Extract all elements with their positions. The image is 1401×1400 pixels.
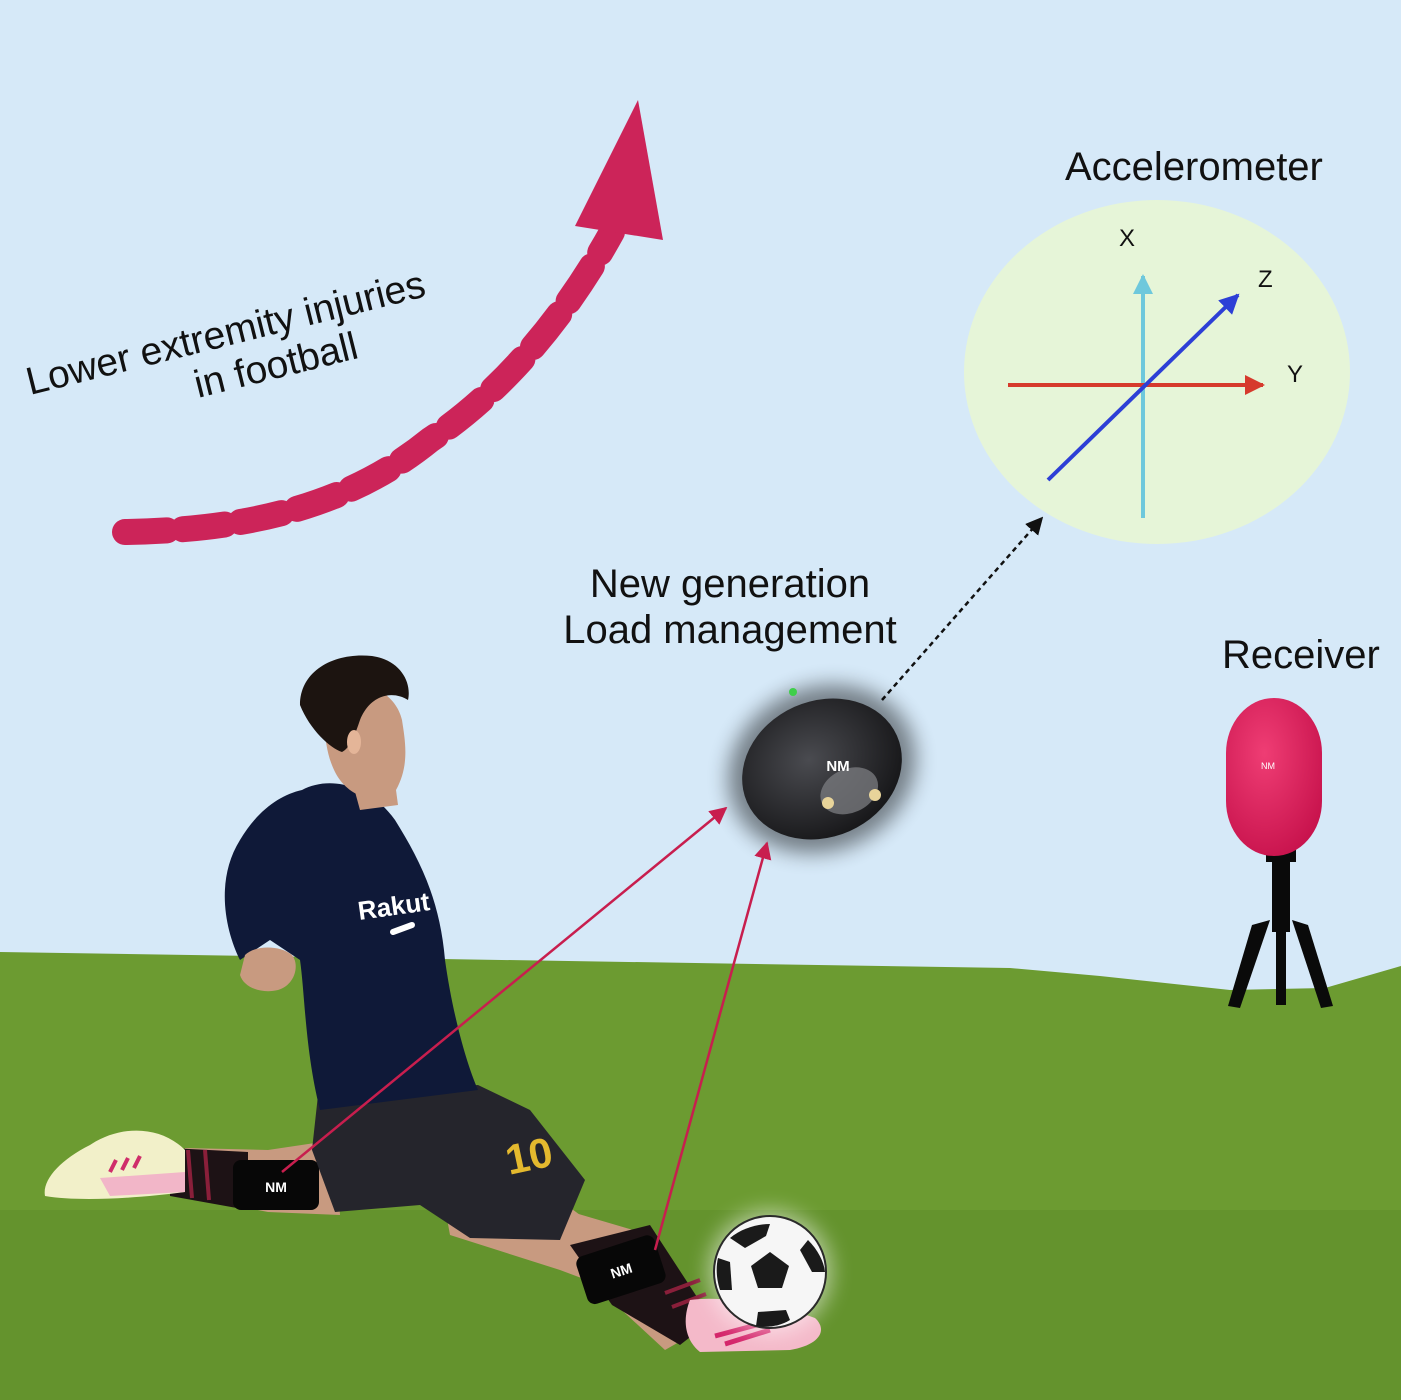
player-jersey	[224, 783, 478, 1110]
sensor-light-left	[822, 797, 834, 809]
player-hair	[300, 655, 409, 752]
front-shin-sensor-strap	[576, 1235, 666, 1305]
trend-arrow-head	[575, 100, 663, 240]
sensor-light-right	[869, 789, 881, 801]
front-strap-brand-mark: NM	[608, 1260, 634, 1282]
sensor-to-accelerometer-arrow	[881, 516, 1044, 701]
player-ear	[347, 730, 361, 754]
soccer-ball	[708, 1210, 832, 1334]
axis-y-label: Y	[1287, 361, 1303, 388]
sensor-label-line2: Load management	[563, 608, 897, 652]
player-shorts	[312, 1085, 585, 1240]
injury-trend-arrow	[112, 100, 663, 545]
player-hand	[240, 947, 296, 992]
receiver-brand-mark: NM	[1261, 761, 1275, 771]
football-player: NM NM 10 Rakut	[44, 655, 822, 1352]
axis-z-label: Z	[1258, 266, 1273, 293]
axis-z-line	[1046, 293, 1240, 482]
accelerometer-title: Accelerometer	[1065, 145, 1323, 189]
sensor-brand-mark: NM	[826, 758, 849, 775]
back-strap-brand-mark: NM	[265, 1179, 287, 1195]
back-strap-to-sensor-arrow	[281, 806, 728, 1173]
sensor-label-line1: New generation	[590, 562, 870, 606]
shorts-number: 10	[501, 1128, 556, 1184]
front-strap-to-sensor-arrow	[653, 841, 772, 1251]
axis-x-label: X	[1119, 225, 1135, 252]
receiver-title: Receiver	[1222, 633, 1380, 677]
sensor-status-led	[789, 688, 797, 696]
back-shin-sensor-strap	[233, 1160, 319, 1210]
receiver-device	[1226, 698, 1322, 856]
sensor-pod	[728, 684, 916, 854]
